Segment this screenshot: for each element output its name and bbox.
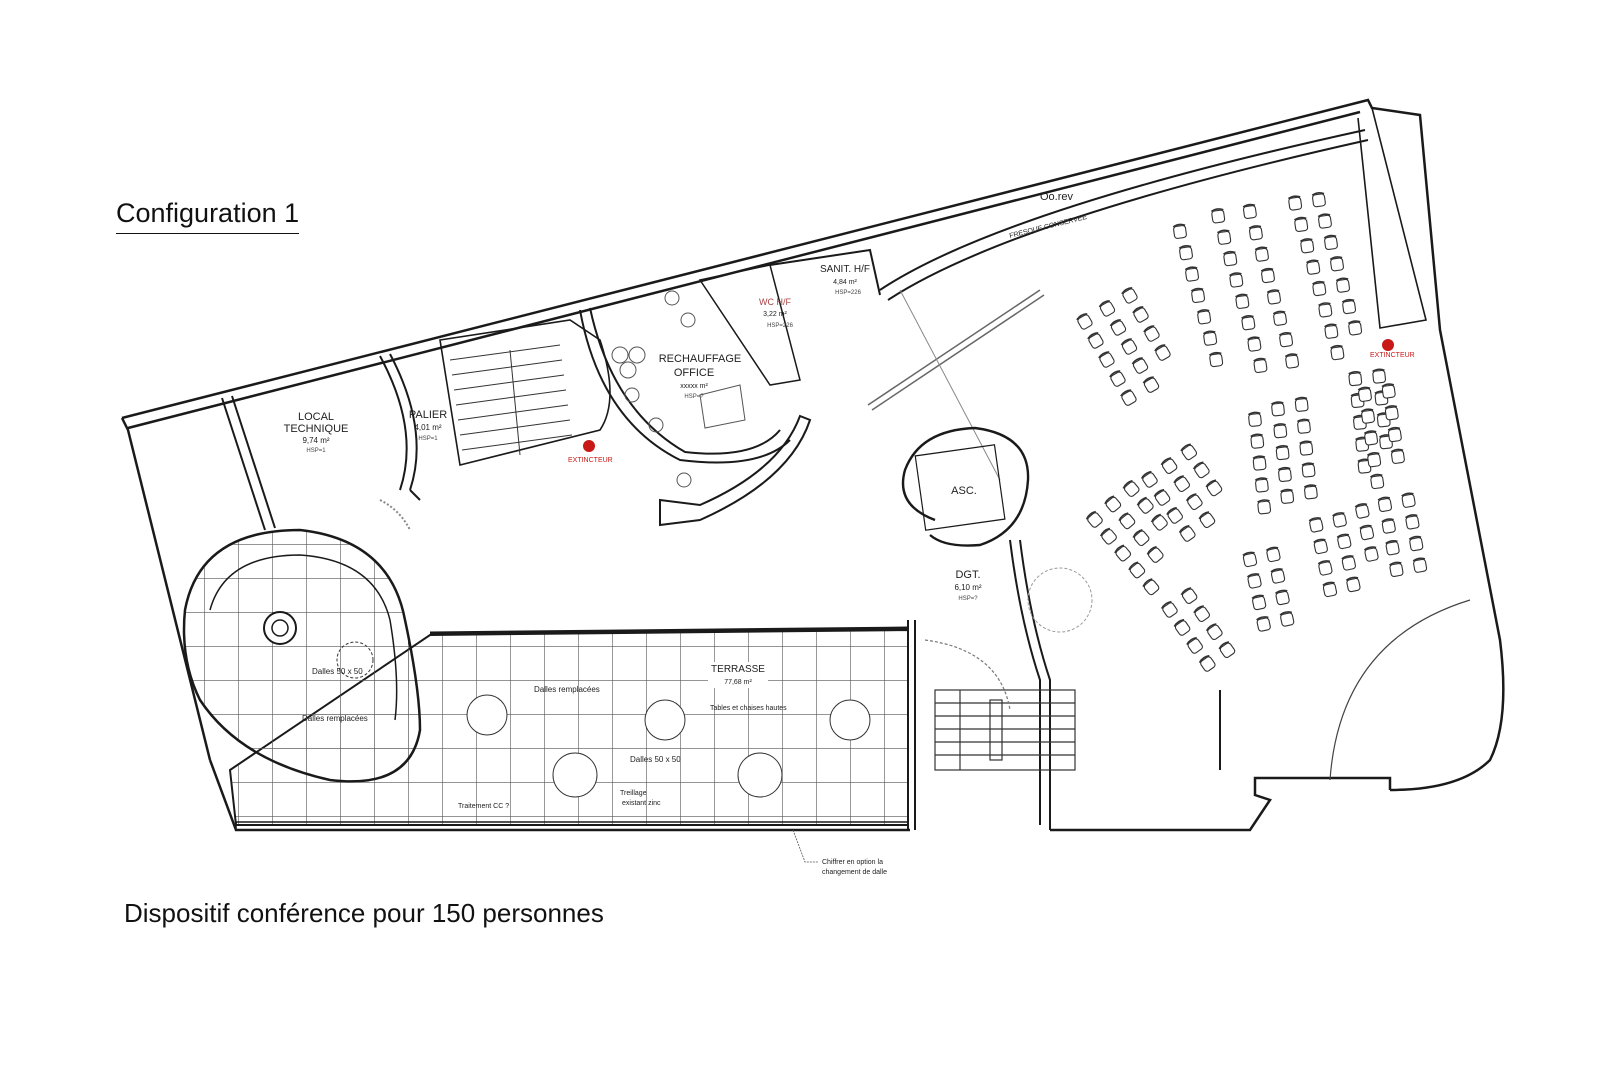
turning-circle (1027, 567, 1093, 633)
svg-text:HSP=226: HSP=226 (767, 323, 794, 329)
svg-text:Dalles remplacées: Dalles remplacées (302, 714, 368, 723)
svg-text:4,84 m²: 4,84 m² (833, 279, 857, 286)
svg-text:HSP=226: HSP=226 (835, 290, 862, 296)
svg-text:4,01 m²: 4,01 m² (414, 423, 441, 432)
svg-text:xxxxx m²: xxxxx m² (680, 383, 708, 390)
room-palier: PALIER 4,01 m² HSP=1 (409, 409, 447, 442)
svg-text:DGT.: DGT. (955, 569, 980, 581)
stage-arc (1329, 599, 1471, 781)
svg-text:HSP=1: HSP=1 (306, 448, 326, 454)
svg-text:9,74 m²: 9,74 m² (302, 436, 329, 445)
svg-text:Tables et chaises hautes: Tables et chaises hautes (710, 705, 787, 712)
terrace-tables (336, 641, 871, 798)
room-dgt: DGT. 6,10 m² HSP=? (954, 569, 981, 602)
svg-text:TERRASSE: TERRASSE (711, 664, 765, 675)
svg-text:EXTINCTEUR: EXTINCTEUR (568, 457, 613, 464)
svg-text:Chiffrer en option la: Chiffrer en option la (822, 859, 883, 866)
svg-text:FRESQUE CONSERVEE: FRESQUE CONSERVEE (1009, 214, 1088, 240)
room-terrasse: TERRASSE 77,68 m² (708, 662, 768, 688)
handrail (867, 289, 1045, 481)
svg-text:OFFICE: OFFICE (674, 367, 714, 379)
page-title: Configuration 1 (116, 198, 300, 234)
plan-caption: Dispositif conférence pour 150 personnes (124, 898, 604, 928)
svg-text:existant zinc: existant zinc (622, 800, 661, 807)
rotunda (182, 528, 422, 783)
svg-text:3,22 m²: 3,22 m² (763, 311, 787, 318)
auditorium-seating (1075, 191, 1428, 674)
office-fixtures (611, 290, 746, 488)
svg-text:EXTINCTEUR: EXTINCTEUR (1370, 352, 1415, 359)
svg-text:LOCAL: LOCAL (298, 411, 334, 423)
room-rechauffage-office: RECHAUFFAGE OFFICE xxxxx m² HSP=? (659, 353, 742, 400)
room-sanit: SANIT. H/F 4,84 m² HSP=226 (820, 264, 870, 296)
svg-text:ASC.: ASC. (951, 485, 977, 497)
svg-text:Oo.rev: Oo.rev (1040, 191, 1074, 203)
extinguisher-icon: EXTINCTEUR (568, 440, 613, 464)
svg-text:77,68 m²: 77,68 m² (724, 679, 752, 686)
elevator (901, 426, 1030, 547)
svg-text:PALIER: PALIER (409, 409, 447, 421)
svg-text:RECHAUFFAGE: RECHAUFFAGE (659, 353, 742, 365)
room-local-technique: LOCAL TECHNIQUE 9,74 m² HSP=1 (284, 411, 349, 454)
room-elevator: ASC. (951, 485, 977, 497)
svg-text:HSP=?: HSP=? (958, 596, 978, 602)
svg-text:changement de dalle: changement de dalle (822, 869, 887, 876)
svg-text:6,10 m²: 6,10 m² (954, 583, 981, 592)
left-rooms (221, 353, 421, 531)
svg-text:HSP=?: HSP=? (684, 394, 704, 400)
dgt-stair (907, 539, 1076, 830)
svg-text:TECHNIQUE: TECHNIQUE (284, 423, 349, 435)
office-walls (579, 248, 881, 527)
svg-text:Dalles 50 x 50: Dalles 50 x 50 (630, 755, 681, 764)
room-wc: WC H/F 3,22 m² HSP=226 (759, 297, 794, 329)
svg-text:Dalles remplacées: Dalles remplacées (534, 685, 600, 694)
stair-block (439, 319, 611, 466)
svg-text:SANIT. H/F: SANIT. H/F (820, 264, 870, 275)
svg-text:Dalles 50 x 50: Dalles 50 x 50 (312, 667, 363, 676)
svg-text:Traitement CC ?: Traitement CC ? (458, 803, 509, 810)
svg-text:WC H/F: WC H/F (759, 297, 791, 307)
svg-text:HSP=1: HSP=1 (418, 436, 438, 442)
extinguisher-icon: EXTINCTEUR (1370, 339, 1415, 359)
fresque-wall (879, 129, 1369, 301)
svg-text:Treillage: Treillage (620, 790, 647, 797)
